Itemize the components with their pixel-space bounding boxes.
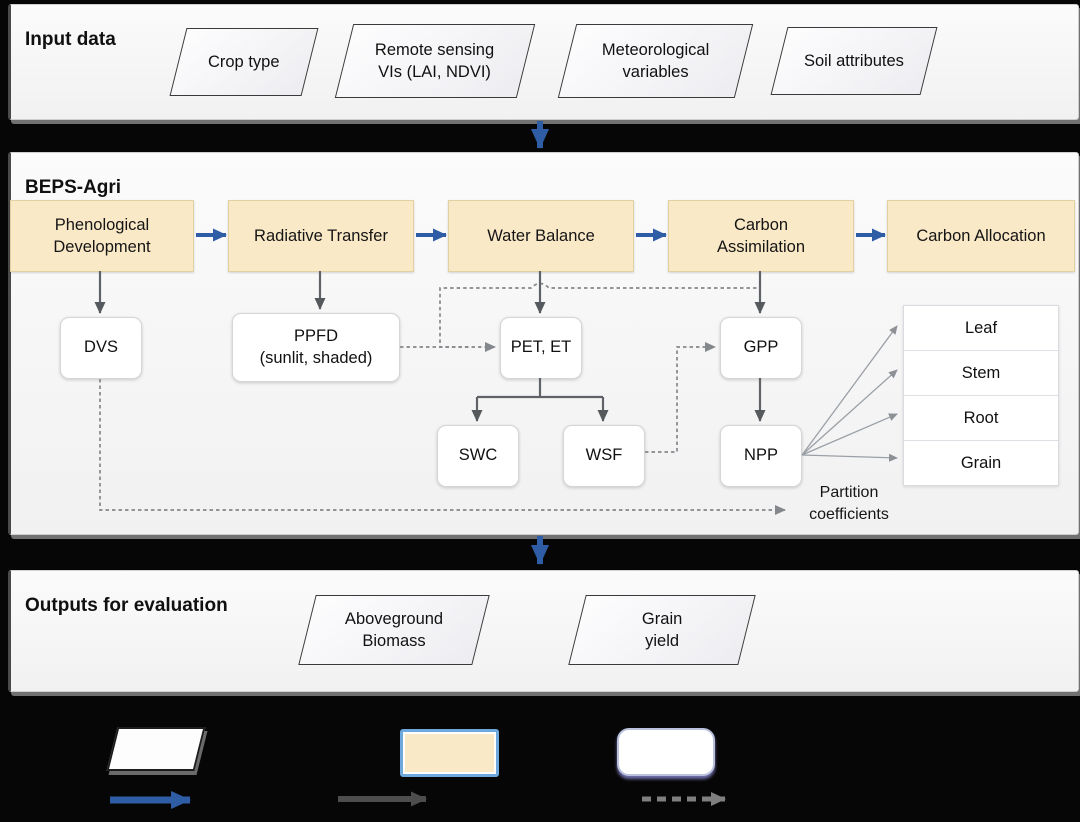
node-dvs: DVS [60, 317, 142, 379]
node-ppfd-label: PPFD (sunlit, shaded) [259, 327, 373, 367]
module-phenological-development-label: Phenological Development [53, 215, 151, 256]
outputs-panel: Outputs for evaluation [8, 570, 1079, 692]
input-soil-attributes: Soil attributes [770, 27, 938, 95]
node-gpp: GPP [720, 317, 802, 379]
input-crop-type: Crop type [169, 28, 319, 96]
module-carbon-assimilation: Carbon Assimilation [668, 200, 854, 272]
organ-leaf: Leaf [904, 306, 1058, 351]
module-carbon-allocation: Carbon Allocation [887, 200, 1075, 272]
node-npp: NPP [720, 425, 802, 487]
input-remote-sensing-label: Remote sensing VIs (LAI, NDVI) [375, 40, 495, 81]
module-phenological-development: Phenological Development [10, 200, 194, 272]
node-gpp-label: GPP [743, 338, 779, 357]
input-soil-attributes-label: Soil attributes [804, 51, 904, 70]
node-swc: SWC [437, 425, 519, 487]
module-carbon-assimilation-label: Carbon Assimilation [716, 215, 806, 256]
module-water-balance: Water Balance [448, 200, 634, 272]
node-wsf-label: WSF [585, 446, 623, 465]
output-grain-yield: Grain yield [568, 595, 756, 665]
module-carbon-allocation-label: Carbon Allocation [916, 226, 1046, 245]
node-pet-et: PET, ET [500, 317, 582, 379]
node-ppfd: PPFD (sunlit, shaded) [232, 313, 400, 382]
node-pet-et-label: PET, ET [510, 338, 572, 357]
outputs-panel-title: Outputs for evaluation [25, 594, 228, 616]
organ-grain: Grain [960, 453, 1002, 472]
output-grain-yield-label: Grain yield [641, 609, 683, 650]
organ-root: Root [904, 396, 1058, 441]
input-meteorological-label: Meteorological variables [601, 40, 710, 81]
node-dvs-label: DVS [84, 338, 118, 357]
input-crop-type-label: Crop type [208, 52, 280, 71]
legend-module-box-icon [400, 729, 499, 777]
legend-parallelogram-data-icon [106, 727, 206, 771]
organ-stem: Stem [904, 351, 1058, 396]
legend-variable-box-icon [617, 728, 715, 776]
node-wsf: WSF [563, 425, 645, 487]
output-aboveground-biomass-label: Aboveground Biomass [344, 609, 444, 650]
organ-table: Leaf Stem Root Grain [903, 305, 1059, 486]
input-panel-title: Input data [25, 28, 116, 50]
partition-coefficients-annotation: Partition coefficients [809, 484, 889, 524]
module-radiative-transfer: Radiative Transfer [228, 200, 414, 272]
module-radiative-transfer-label: Radiative Transfer [254, 226, 388, 245]
module-water-balance-label: Water Balance [487, 226, 595, 245]
input-remote-sensing: Remote sensing VIs (LAI, NDVI) [334, 24, 536, 98]
node-swc-label: SWC [458, 446, 498, 465]
node-npp-label: NPP [744, 446, 778, 465]
beps-panel-title: BEPS-Agri [25, 176, 122, 198]
input-meteorological: Meteorological variables [557, 24, 754, 98]
output-aboveground-biomass: Aboveground Biomass [298, 595, 490, 665]
